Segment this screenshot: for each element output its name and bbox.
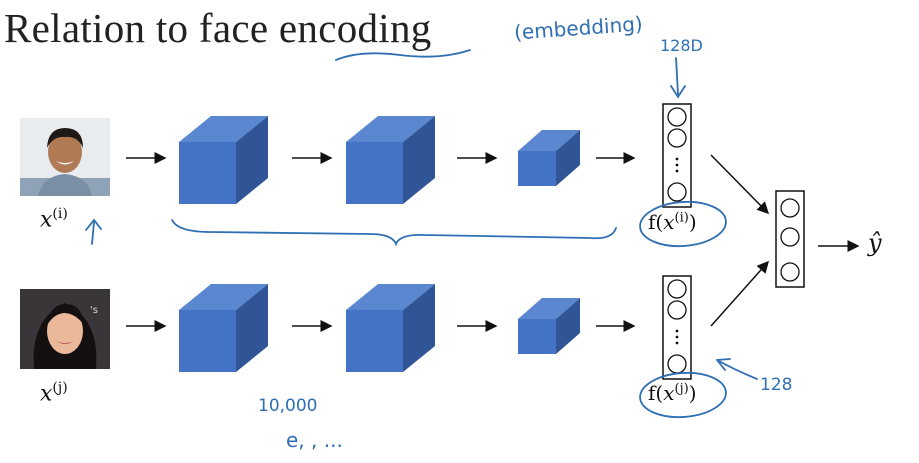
encoding-label-top-suffix: ) [688,210,697,234]
annotation-list: e, , ... [286,428,343,452]
slide-title: Relation to face encoding [4,4,432,52]
encoding-label-bottom-suffix: ) [688,381,697,405]
cube-top-3 [518,130,580,186]
arrow-down-annotation [670,57,686,99]
encoding-vector-top [662,103,692,208]
cube-bottom-1 [179,284,268,372]
brace-under-network [171,219,617,247]
cube-top-2 [346,116,435,204]
encoding-label-bottom-sup: (j) [674,381,689,397]
output-label: ŷ [868,229,882,257]
arrow-merge-bottom [710,260,769,327]
circle-encoding-bottom [639,371,727,419]
title-encoding-word: encoding [278,5,432,51]
face-photo-top [20,118,110,196]
encoding-vector-bottom [662,275,692,380]
cube-top-1 [179,116,268,204]
input-label-top-sup: (i) [52,206,68,222]
svg-text:'s: 's [90,305,98,316]
cube-bottom-3 [518,298,580,354]
encoding-label-top-sup: (i) [674,210,689,226]
encoding-label-top: f(x(i)) [648,210,697,234]
input-label-bottom: x(j) [40,380,68,406]
arrow-up-annotation [85,218,102,245]
input-label-bottom-sup: (j) [52,380,68,396]
encoding-label-bottom-base: x [663,381,675,405]
encoding-label-top-base: x [663,210,675,234]
input-label-top-base: x [40,207,53,233]
title-text: Relation to face [4,5,279,51]
arrow-merge-top [710,154,770,215]
cube-bottom-2 [346,284,435,372]
input-label-top: x(i) [40,206,68,232]
encoding-label-bottom-prefix: f( [648,381,664,405]
encoding-label-top-prefix: f( [648,210,664,234]
encoding-label-bottom: f(x(j)) [648,381,697,405]
annotation-dim-top: 128D [660,36,703,55]
face-photo-bottom: 's [20,289,110,369]
output-vector [775,190,805,288]
arrow-128d-annotation [716,358,758,380]
circle-encoding-top [639,200,727,248]
annotation-count: 10,000 [258,396,318,416]
input-label-bottom-base: x [40,381,53,407]
underline-encoding-stroke [335,49,471,61]
annotation-dim-bottom: 128 [760,375,793,395]
